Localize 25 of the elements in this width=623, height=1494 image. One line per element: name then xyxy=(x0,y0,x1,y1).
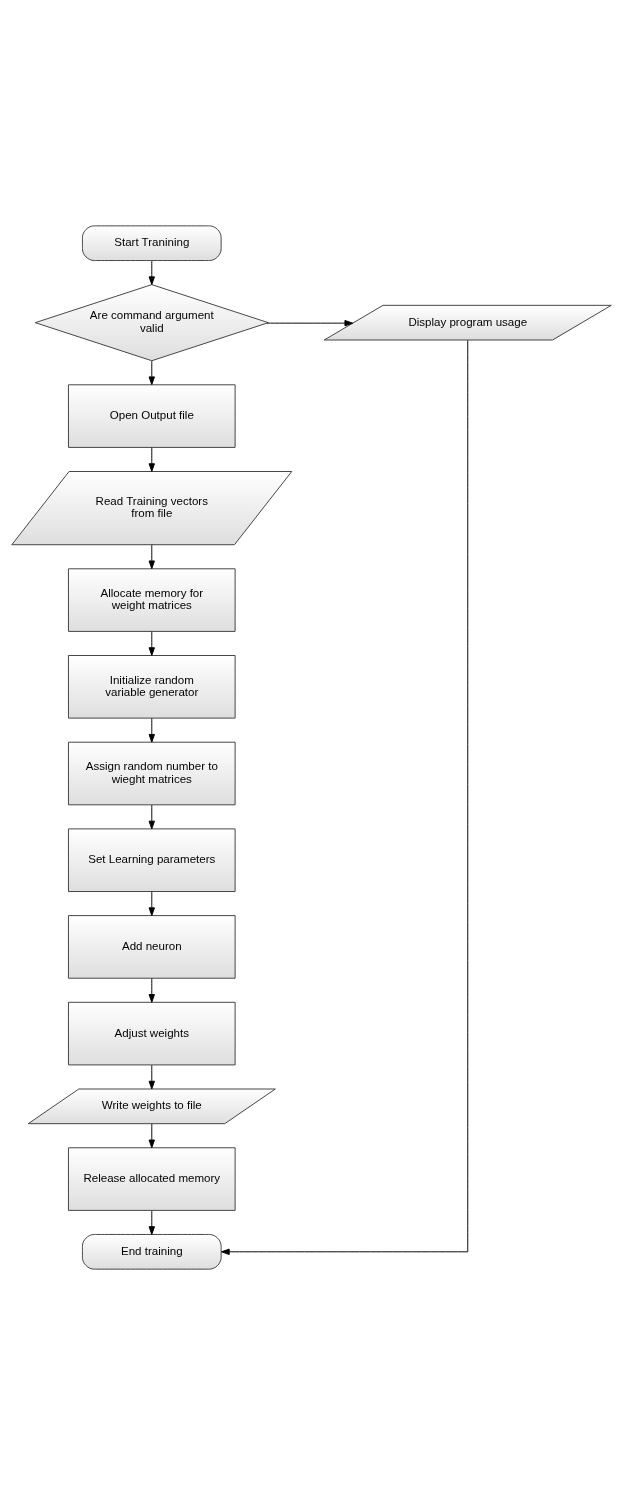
node-box: Add neuron xyxy=(67,914,236,979)
arrow xyxy=(148,543,155,569)
arrow xyxy=(148,977,155,1003)
node-box: Assign random number to wieght matrices xyxy=(67,741,236,805)
node-box: Start Tranining xyxy=(81,224,222,261)
arrow xyxy=(148,890,155,916)
node-box: Release allocated memory xyxy=(67,1146,236,1211)
node-box: End training xyxy=(81,1233,222,1270)
arrow xyxy=(148,1209,155,1235)
node-box: Allocate memory for weight matrices xyxy=(67,567,236,632)
arrow xyxy=(148,1122,155,1148)
arrow xyxy=(148,630,155,656)
arrow xyxy=(148,717,155,743)
node-box: Open Output file xyxy=(67,383,236,448)
arrow xyxy=(266,319,354,326)
node-box: Adjust weights xyxy=(67,1001,236,1065)
node-box: Set Learning parameters xyxy=(67,827,236,892)
arrow xyxy=(148,359,155,385)
arrow xyxy=(148,259,155,285)
arrow xyxy=(148,446,155,472)
arrow xyxy=(148,804,155,829)
node-box: Initialize random variable generator xyxy=(67,654,236,719)
node-diamond: Are command argument valid xyxy=(34,283,269,361)
arrow xyxy=(221,339,469,1255)
arrow xyxy=(148,1064,155,1089)
